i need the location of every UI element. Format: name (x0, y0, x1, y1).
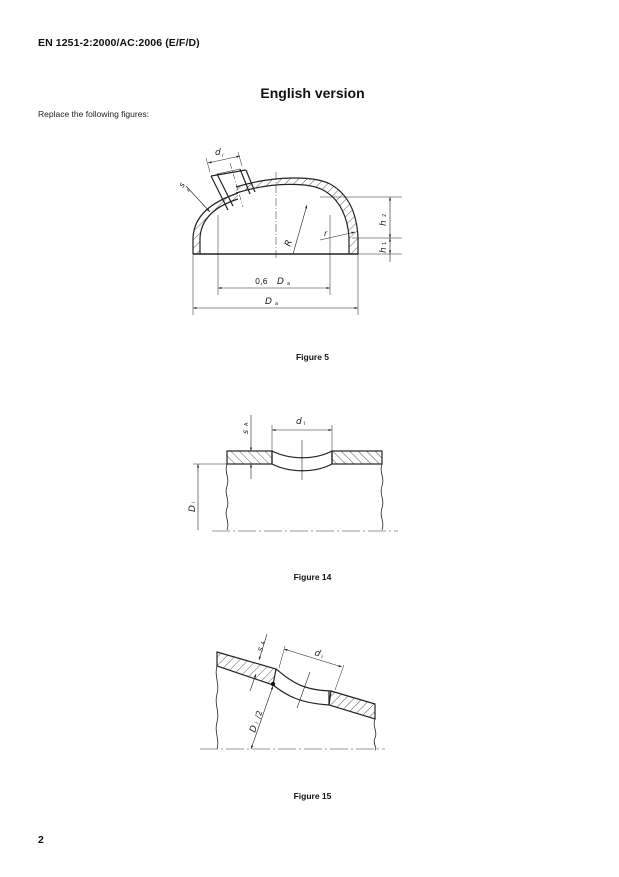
label-di: d (313, 648, 322, 659)
svg-text:i: i (222, 153, 224, 159)
svg-text:1: 1 (382, 242, 388, 245)
label-R: R (283, 239, 295, 248)
label-0-6-da: 0,6 (255, 277, 268, 286)
figure-15-drawing (200, 633, 385, 751)
figure-5-labels: d i s e R r h 2 h 1 0,6 D a D a (177, 148, 389, 307)
label-se: s (177, 181, 187, 189)
svg-text:a: a (275, 301, 278, 307)
label-da: D (265, 297, 272, 307)
figure-5-caption: Figure 5 (295, 352, 330, 362)
svg-text:a: a (287, 281, 290, 287)
svg-text:/2: /2 (253, 709, 264, 719)
label-di: d (215, 148, 221, 158)
svg-text:A: A (260, 640, 267, 646)
label-h2: h (379, 220, 389, 226)
svg-text:2: 2 (382, 214, 388, 217)
figure-14-caption: Figure 14 (293, 572, 332, 582)
label-h1: h (379, 247, 389, 253)
label-Di-half: D (248, 724, 260, 734)
svg-text:i: i (320, 654, 323, 660)
figure-15-caption: Figure 15 (293, 791, 332, 801)
svg-text:i: i (304, 421, 305, 427)
page-number: 2 (38, 834, 44, 846)
label-sa: s (241, 430, 250, 434)
label-r: r (324, 229, 328, 238)
svg-text:i: i (191, 502, 197, 503)
svg-text:A: A (244, 422, 250, 426)
svg-text:e: e (186, 187, 193, 193)
figure-15-labels: d i s A D i /2 (248, 640, 323, 734)
label-Di: D (188, 505, 198, 512)
figure-14-drawing (193, 415, 398, 532)
label-sa: s (255, 646, 265, 653)
svg-text:i: i (254, 721, 260, 724)
svg-text:D: D (277, 277, 284, 287)
intro-text: Replace the following figures: (38, 109, 150, 119)
label-di: d (296, 417, 302, 427)
document-id: EN 1251-2:2000/AC:2006 (E/F/D) (38, 37, 200, 49)
section-title: English version (260, 85, 365, 101)
figure-14-labels: d i s A D i (188, 417, 305, 512)
figure-5-drawing (185, 151, 402, 315)
